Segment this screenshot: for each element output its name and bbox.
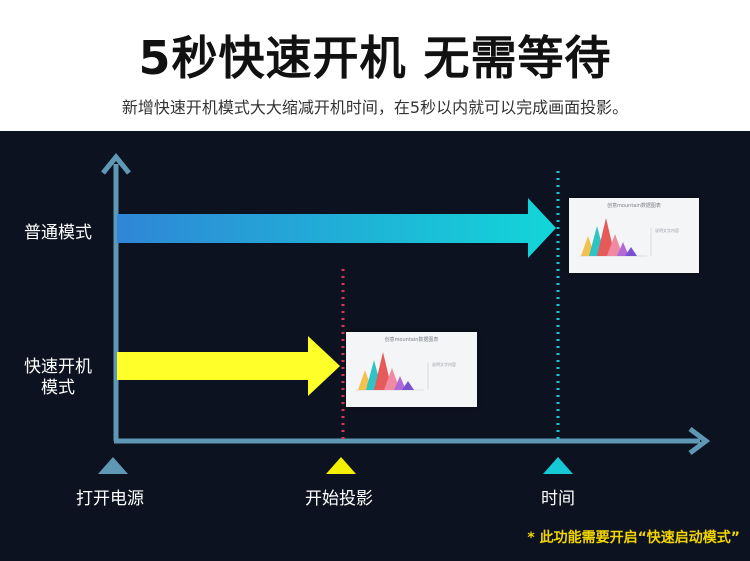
- power-on-marker: [98, 457, 128, 474]
- mountain-chart-thumbnail: [579, 218, 652, 257]
- subheadline: 新增快速开机模式大大缩减开机时间，在5秒以内就可以完成画面投影。: [121, 98, 629, 117]
- mountain-chart-thumbnail: [356, 352, 429, 391]
- footnote: * 此功能需要开启“快速启动模式”: [527, 530, 740, 546]
- normal-mode-label: 普通模式: [24, 223, 92, 243]
- screen-side-text: 说明文字内容: [432, 362, 456, 367]
- fast-mode-label-line2: 模式: [41, 378, 75, 398]
- fast-mode-screen-thumbnail: 创意mountain数据图表 说明文字内容: [346, 332, 477, 407]
- normal-mode-arrow: [117, 198, 556, 258]
- normal-mode-screen-thumbnail: 创意mountain数据图表 说明文字内容: [569, 198, 699, 273]
- screen-chart-title: 创意mountain数据图表: [384, 337, 439, 343]
- fast-mode-label-line1: 快速开机: [24, 357, 92, 377]
- start-projection-label: 开始投影: [305, 489, 373, 509]
- time-marker: [543, 457, 573, 474]
- fast-mode-arrow: [117, 336, 340, 396]
- start-projection-marker: [326, 457, 356, 474]
- x-axis-arrowhead: [688, 427, 711, 455]
- time-label: 时间: [541, 489, 575, 509]
- power-on-label: 打开电源: [76, 489, 144, 509]
- headline: 5秒快速开机 无需等待: [138, 31, 612, 85]
- screen-side-text: 说明文字内容: [655, 228, 679, 233]
- timeline-diagram: [98, 153, 711, 474]
- y-axis-arrowhead: [101, 153, 131, 175]
- timeline-panel: 创意mountain数据图表 说明文字内容 创意mountain数据图表: [0, 131, 750, 561]
- header: 5秒快速开机 无需等待 新增快速开机模式大大缩减开机时间，在5秒以内就可以完成画…: [0, 0, 750, 131]
- screen-chart-title: 创意mountain数据图表: [607, 203, 661, 209]
